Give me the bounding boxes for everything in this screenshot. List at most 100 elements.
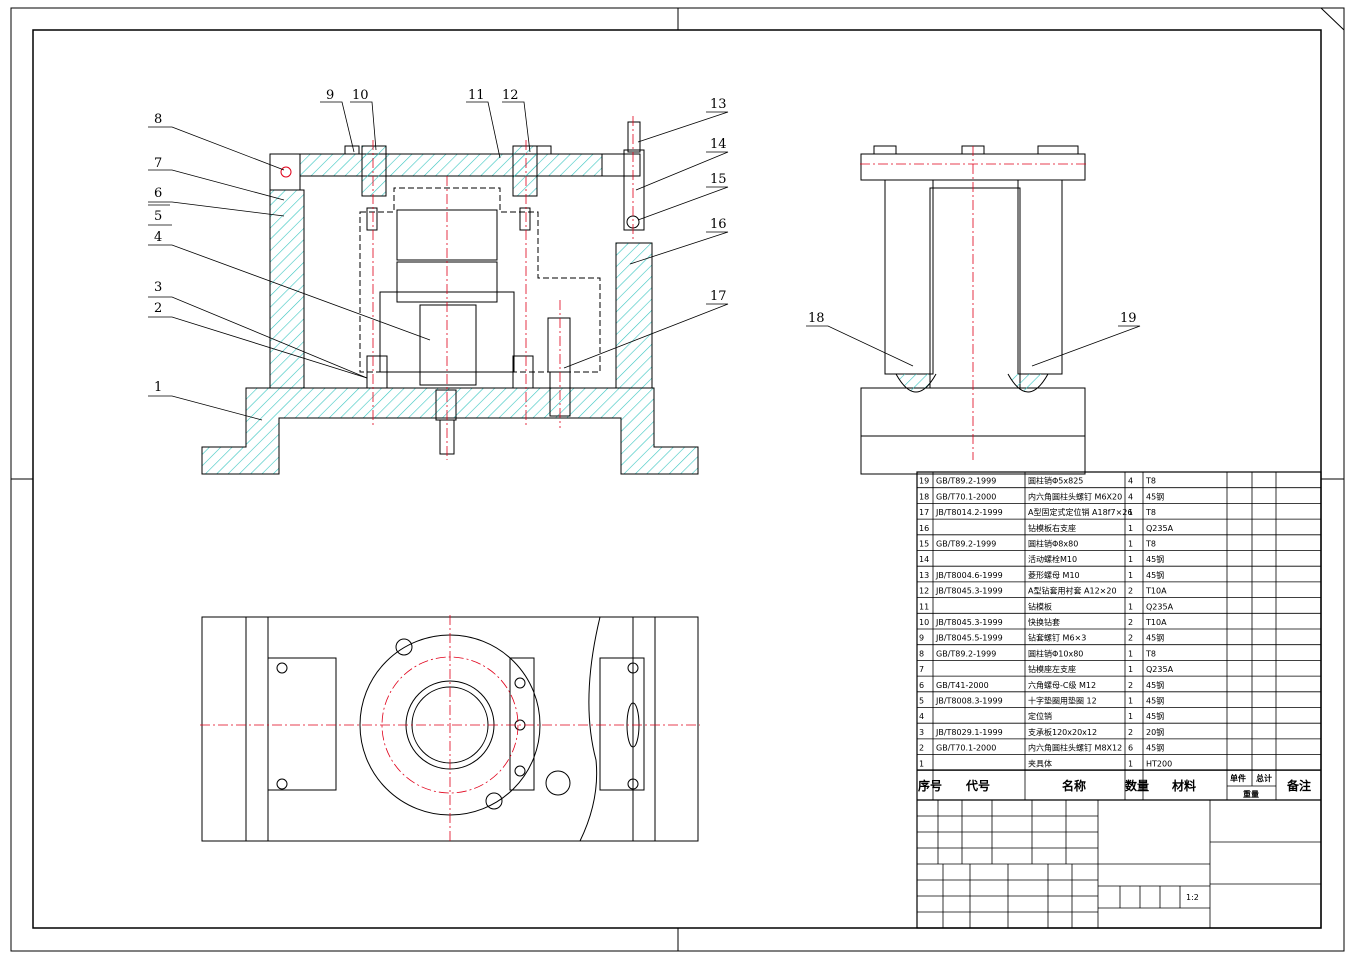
bom-cell-name: 钻模板	[1028, 601, 1052, 611]
bom-cell-no: 13	[919, 571, 929, 580]
bom-cell-name: 圆柱销Φ5x825	[1028, 476, 1083, 486]
bom-cell-no: 15	[919, 540, 929, 549]
callout-13: 13	[710, 97, 727, 112]
bom-cell-material: Q235A	[1146, 524, 1174, 533]
callout-8: 8	[154, 112, 162, 127]
bom-cell-name: 钻模座左支座	[1028, 664, 1076, 674]
bom-header-qty: 数量	[1125, 778, 1149, 793]
callout-16: 16	[710, 217, 727, 232]
bom-cell-qty: 1	[1128, 555, 1133, 564]
callout-19: 19	[1120, 311, 1137, 326]
bom-cell-no: 8	[919, 649, 924, 658]
bom-cell-material: 45钢	[1146, 696, 1164, 706]
bom-cell-material: T10A	[1145, 587, 1167, 596]
bom-cell-name: 钻模板右支座	[1028, 523, 1076, 533]
callout-18: 18	[808, 311, 825, 326]
callout-10: 10	[352, 88, 369, 103]
bom-cell-qty: 4	[1128, 492, 1133, 501]
bom-cell-qty: 2	[1128, 587, 1133, 596]
callout-5: 5	[154, 209, 162, 224]
bom-cell-no: 19	[919, 477, 929, 486]
bom-header: 序号 代号 名称 数量 材料 单件 总计 重量 备注 1:2	[918, 773, 1311, 902]
bom-cell-qty: 1	[1128, 697, 1133, 706]
bom-cell-qty: 1	[1128, 759, 1133, 768]
bom-cell-no: 1	[919, 759, 924, 768]
callout-9: 9	[326, 88, 334, 103]
left-support	[269, 189, 305, 389]
bom-cell-name: 快换钻套	[1028, 617, 1060, 627]
callout-3: 3	[154, 280, 162, 295]
bom-cell-no: 14	[919, 555, 929, 564]
bom-cell-code: JB/T8045.3-1999	[935, 618, 1003, 627]
bom-cell-name: 活动螺栓M10	[1028, 554, 1077, 564]
leader-lines	[148, 101, 1141, 421]
bom-cell-code: GB/T70.1-2000	[936, 744, 996, 753]
bom-cell-material: 45钢	[1146, 491, 1164, 501]
right-support	[615, 242, 653, 389]
base-body	[201, 387, 699, 475]
bom-cell-qty: 1	[1128, 508, 1133, 517]
bom-cell-material: T8	[1145, 540, 1156, 549]
bom-cell-name: A型钻套用衬套 A12×20	[1028, 586, 1117, 596]
callout-12: 12	[502, 88, 519, 103]
bom-cell-code: JB/T8008.3-1999	[935, 697, 1003, 706]
front-view	[201, 121, 699, 475]
drill-plate	[299, 153, 603, 177]
bom-cell-name: 圆柱销Φ10x80	[1028, 648, 1083, 658]
bom-cell-qty: 4	[1128, 477, 1133, 486]
bom-cell-no: 9	[919, 634, 924, 643]
bom-cell-qty: 1	[1128, 712, 1133, 721]
bom-cell-name: A型固定式定位销 A18f7×26	[1028, 507, 1132, 517]
bom-cell-name: 夹具体	[1028, 758, 1052, 768]
bom-cell-code: JB/T8014.2-1999	[935, 508, 1003, 517]
bom-cell-name: 菱形螺母 M10	[1028, 570, 1080, 580]
bom-cell-code: JB/T8029.1-1999	[935, 728, 1003, 737]
sheet-frame	[10, 7, 1345, 952]
bom-cell-code: GB/T89.2-1999	[936, 540, 996, 549]
bom-cell-name: 支承板120x20x12	[1028, 727, 1097, 737]
bom-cell-no: 6	[919, 681, 924, 690]
bom-cell-no: 18	[919, 492, 929, 501]
bom-cell-material: Q235A	[1146, 665, 1174, 674]
bom-cell-qty: 1	[1128, 602, 1133, 611]
callout-14: 14	[710, 137, 727, 152]
scale-value: 1:2	[1186, 893, 1199, 902]
bom-cell-name: 十字垫圈用垫圈 12	[1028, 696, 1097, 706]
callout-7: 7	[154, 156, 162, 171]
bom-cell-no: 10	[919, 618, 929, 627]
bom-cell-qty: 2	[1128, 618, 1133, 627]
bom-header-weight: 重量	[1243, 789, 1259, 799]
callout-labels: 1 2 3 4 5 6 7 8 9 10 11 12 13 14 15 16 1…	[148, 88, 1137, 395]
callout-2: 2	[154, 301, 162, 316]
bom-cell-code: GB/T41-2000	[936, 681, 989, 690]
bom-header-unit: 单件	[1230, 773, 1246, 783]
bom-cell-material: T8	[1145, 508, 1156, 517]
bom-cell-no: 12	[919, 587, 929, 596]
bom-cell-name: 定位销	[1028, 711, 1052, 721]
top-view-centerlines	[200, 615, 700, 843]
bom-cell-material: T8	[1145, 649, 1156, 658]
bom-cell-code: GB/T89.2-1999	[936, 649, 996, 658]
bom-cell-code: JB/T8045.3-1999	[935, 587, 1003, 596]
bom-cell-code: GB/T70.1-2000	[936, 492, 996, 501]
bom-cell-code: GB/T89.2-1999	[936, 477, 996, 486]
callout-6: 6	[154, 186, 162, 201]
bom-cell-material: Q235A	[1146, 602, 1174, 611]
callout-4: 4	[154, 230, 162, 245]
bom-cell-no: 5	[919, 697, 924, 706]
bom-cell-no: 11	[919, 602, 929, 611]
bom-cell-material: 45钢	[1146, 570, 1164, 580]
bom-cell-material: 45钢	[1146, 633, 1164, 643]
bom-cell-material: T8	[1145, 477, 1156, 486]
bom-header-material: 材料	[1171, 778, 1196, 793]
bom-table	[916, 471, 1322, 929]
bom-cell-qty: 1	[1128, 665, 1133, 674]
bom-cell-qty: 2	[1128, 728, 1133, 737]
bom-cell-material: 45钢	[1146, 554, 1164, 564]
bom-cell-qty: 1	[1128, 524, 1133, 533]
bom-cell-no: 3	[919, 728, 924, 737]
bom-cell-material: T10A	[1145, 618, 1167, 627]
bom-cell-material: 45钢	[1146, 680, 1164, 690]
